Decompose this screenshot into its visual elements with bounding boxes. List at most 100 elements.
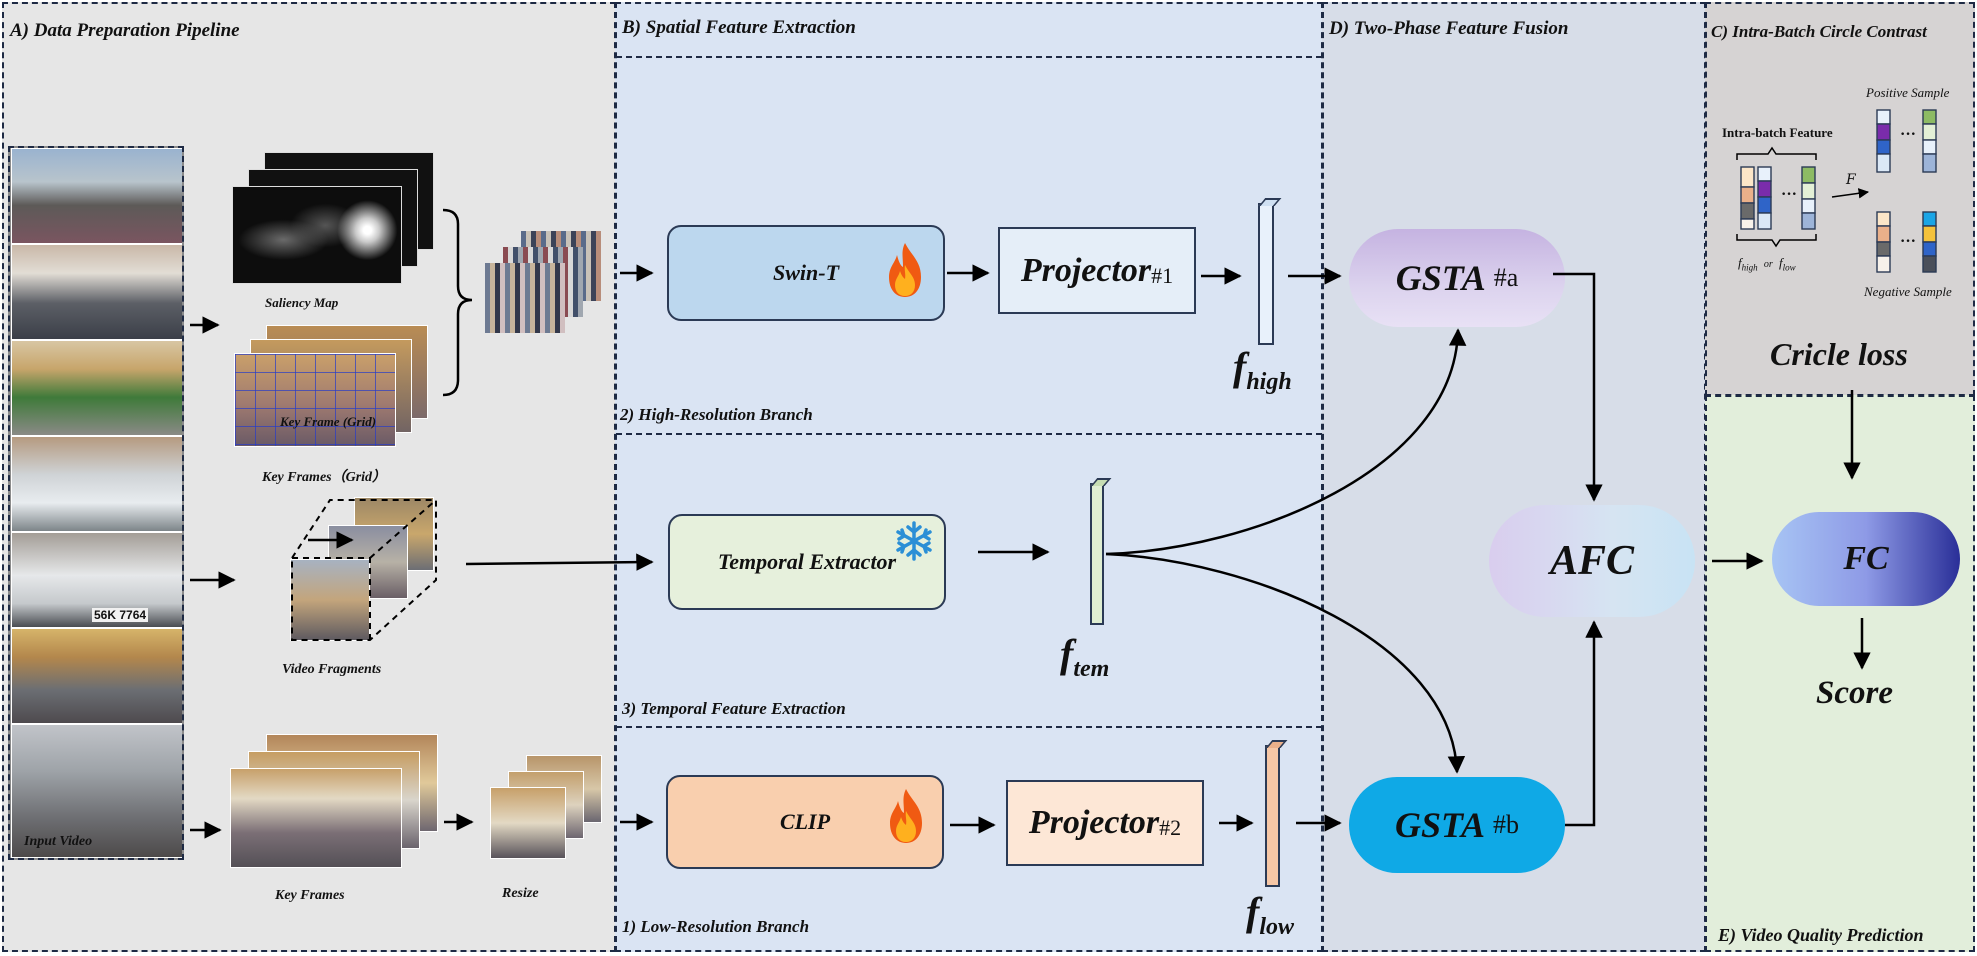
- gsta-b-sub: #b: [1493, 810, 1520, 839]
- gsta-b-module: GSTA #b: [1349, 777, 1565, 873]
- video-fragments-label: Video Fragments: [282, 662, 382, 677]
- key-frames-label: Key Frames: [275, 888, 345, 903]
- f-tem-label: ftem: [1060, 630, 1109, 683]
- key-frames-stack: [230, 734, 440, 874]
- negative-sample-columns: [1876, 211, 1937, 273]
- swin-t-module: Swin-T: [667, 225, 945, 321]
- divider-b-top: [616, 56, 1322, 58]
- score-label: Score: [1816, 675, 1893, 711]
- panel-video-quality-prediction: [1705, 395, 1975, 952]
- swin-t-label: Swin-T: [772, 260, 840, 285]
- curve-ftem-to-gsta-a: [1105, 328, 1467, 556]
- video-frame-6: [11, 628, 182, 724]
- gsta-a-label: GSTA: [1395, 258, 1486, 298]
- divider-b-bottom: [616, 726, 1322, 728]
- low-resolution-branch-label: 1) Low-Resolution Branch: [622, 917, 810, 936]
- flow-symbol: f: [1779, 255, 1783, 270]
- f-high-symbol: f: [1233, 344, 1247, 389]
- projector-2-module: Projector #2: [1006, 780, 1204, 866]
- projector-1-sub: #1: [1151, 262, 1174, 288]
- arrow-transform: [1831, 188, 1870, 199]
- f-high-subscript: high: [1246, 369, 1292, 395]
- key-frames-grid-stack: [232, 325, 432, 455]
- input-video-strip: 56K 7764: [8, 146, 184, 860]
- input-video-label: Input Video: [24, 834, 93, 849]
- f-tem-symbol: f: [1060, 631, 1074, 676]
- license-plate: 56K 7764: [92, 608, 149, 622]
- saliency-map-1: [232, 186, 402, 284]
- fhigh-or-flow-label: fhigh or flow: [1738, 255, 1796, 273]
- intra-batch-top-brace: [1736, 146, 1817, 160]
- video-frame-4: [11, 436, 182, 532]
- grouping-brace: [442, 208, 473, 397]
- resized-frames-stack: [490, 755, 605, 870]
- key-frame-grid-overlay-label: Key Frame (Grid): [280, 414, 377, 429]
- gsta-a-sub: #a: [1493, 263, 1519, 292]
- mosaic-layer-1: [485, 263, 565, 333]
- intra-batch-feature-label: Intra-batch Feature: [1722, 125, 1833, 140]
- positive-sample-columns: [1876, 109, 1937, 173]
- afc-label: AFC: [1549, 538, 1635, 584]
- negative-dots: ···: [1900, 233, 1917, 250]
- fragment-cube-outline: [291, 499, 437, 641]
- f-low-symbol: f: [1246, 889, 1260, 934]
- or-word: or: [1763, 259, 1773, 270]
- intra-batch-feature-columns: [1740, 166, 1816, 230]
- resized-frame-1: [490, 787, 566, 859]
- fhigh-symbol: f: [1738, 255, 1742, 270]
- key-frame-1: [230, 768, 402, 868]
- fhigh-sub: high: [1741, 262, 1758, 273]
- trainable-fire-icon: [885, 241, 925, 305]
- video-frame-2: [11, 244, 182, 340]
- saliency-map-stack: [230, 152, 435, 287]
- fc-module: FC: [1772, 512, 1960, 606]
- projector-2-label: Projector: [1028, 804, 1160, 841]
- fragment-mosaic: [485, 231, 603, 337]
- projector-1-label: Projector: [1020, 251, 1152, 289]
- f-tem-subscript: tem: [1073, 656, 1110, 682]
- gsta-a-module: GSTA #a: [1349, 229, 1565, 327]
- projector-2-sub: #2: [1159, 815, 1182, 840]
- panel-b-title: B) Spatial Feature Extraction: [622, 17, 856, 38]
- arrow-gsta-a-to-afc: [1553, 272, 1603, 502]
- intra-batch-dots: ···: [1781, 186, 1798, 203]
- intra-batch-bottom-brace: [1736, 234, 1817, 248]
- gsta-b-label: GSTA: [1394, 805, 1486, 845]
- panel-a-title: A) Data Preparation Pipeline: [10, 20, 240, 41]
- panel-e-title: E) Video Quality Prediction: [1718, 925, 1924, 945]
- trainable-fire-icon-clip: [886, 787, 926, 851]
- video-frame-7: [11, 724, 182, 858]
- arrow-fragments-to-temporal: [465, 553, 654, 571]
- panel-c-title: C) Intra-Batch Circle Contrast: [1711, 22, 1927, 41]
- grid-frame-1: [234, 353, 396, 447]
- f-high-label: fhigh: [1233, 343, 1292, 396]
- saliency-map-label: Saliency Map: [265, 295, 339, 310]
- temporal-extractor-label: Temporal Extractor: [717, 549, 897, 574]
- divider-b-middle: [616, 433, 1322, 435]
- temporal-extractor-module: Temporal Extractor: [668, 514, 946, 610]
- positive-sample-label: Positive Sample: [1866, 85, 1950, 100]
- video-frame-1: [11, 148, 182, 244]
- key-frames-grid-label: Key Frames（Grid）: [262, 470, 387, 485]
- projector-1-module: Projector #1: [998, 227, 1196, 314]
- fragment-front: [290, 559, 370, 641]
- positive-dots: ···: [1900, 126, 1917, 143]
- frozen-snowflake-icon: [894, 518, 934, 570]
- clip-label: CLIP: [779, 809, 831, 834]
- circle-loss-label: Cricle loss: [1770, 336, 1908, 372]
- f-transform-symbol: F: [1846, 172, 1856, 188]
- clip-module: CLIP: [666, 775, 944, 869]
- curve-ftem-to-gsta-b: [1105, 552, 1466, 774]
- panel-d-title: D) Two-Phase Feature Fusion: [1329, 18, 1569, 39]
- fc-label: FC: [1843, 540, 1889, 577]
- resize-label: Resize: [502, 886, 539, 901]
- f-low-subscript: low: [1259, 914, 1295, 940]
- video-frame-3: [11, 340, 182, 436]
- afc-module: AFC: [1489, 505, 1695, 617]
- arrow-gsta-b-to-afc: [1565, 620, 1603, 827]
- flow-sub: low: [1782, 262, 1796, 273]
- temporal-feature-extraction-label: 3) Temporal Feature Extraction: [622, 699, 846, 718]
- high-resolution-branch-label: 2) High-Resolution Branch: [620, 405, 813, 424]
- f-low-label: flow: [1246, 888, 1294, 941]
